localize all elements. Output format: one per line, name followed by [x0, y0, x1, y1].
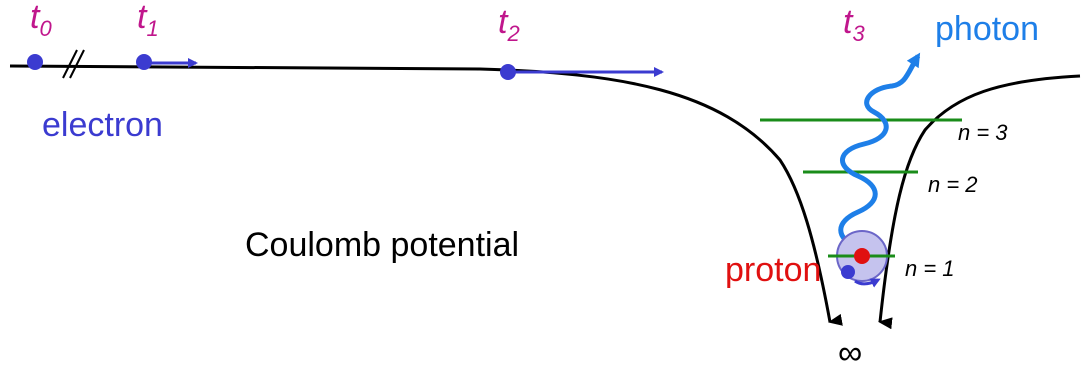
- label-t2: t2: [498, 3, 520, 46]
- axis-break-mark-1: [62, 49, 78, 79]
- electron-t2: [500, 64, 516, 80]
- label-t1: t1: [137, 0, 159, 41]
- electron-label: electron: [42, 106, 163, 144]
- orbit-arrow: [854, 278, 881, 288]
- axis-break-mark-2: [69, 49, 85, 79]
- photon-wave: [838, 52, 921, 251]
- infinity-label: ∞: [838, 334, 862, 372]
- coulomb-potential-label: Coulomb potential: [245, 226, 519, 264]
- level-label-n3: n = 3: [958, 120, 1008, 145]
- proton-label: proton: [725, 251, 821, 289]
- potential-curve-left: [9, 64, 843, 326]
- bound-electron: [841, 265, 855, 279]
- level-label-n1: n = 1: [905, 256, 955, 281]
- electron-t0: [27, 54, 43, 70]
- level-label-n2: n = 2: [928, 172, 978, 197]
- label-t3: t3: [843, 3, 865, 46]
- potential-curve-right: [878, 74, 1081, 330]
- electron-t1: [136, 54, 152, 70]
- photon-label: photon: [935, 10, 1039, 48]
- label-t0: t0: [30, 0, 52, 41]
- proton: [854, 248, 870, 264]
